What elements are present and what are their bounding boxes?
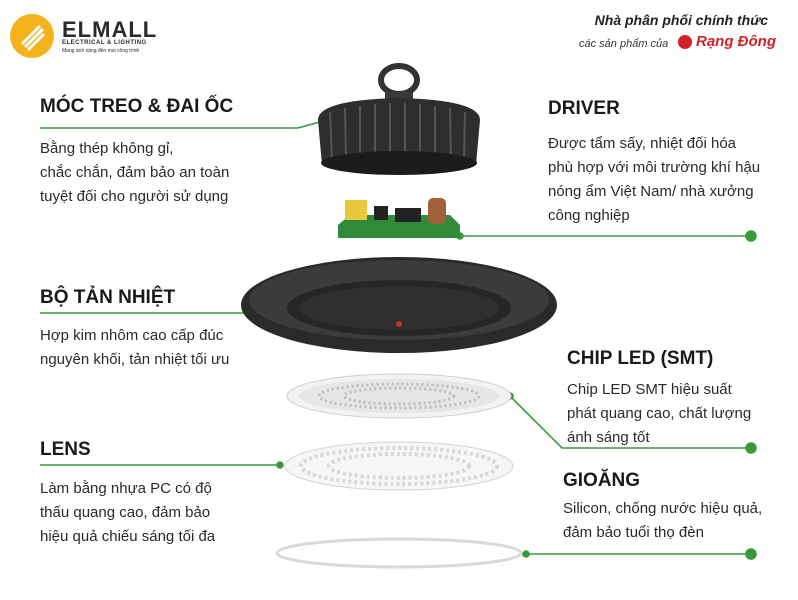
driver-line: Được tẩm sấy, nhiệt đối hóa — [548, 135, 737, 152]
hook-line: Bằng thép không gỉ, — [40, 140, 174, 157]
heatsink-title: BỘ TẢN NHIỆT — [40, 287, 176, 308]
led-plate — [286, 373, 512, 419]
driver-board — [338, 198, 460, 238]
brand-name: ELMALL — [62, 17, 158, 42]
brand-sub: ELECTRICAL & LIGHTING — [62, 40, 147, 46]
hook-line: tuyệt đối cho người sử dụng — [40, 188, 229, 205]
gasket-line: Silicon, chống nước hiệu quả, — [563, 500, 763, 517]
chip-title: CHIP LED (SMT) — [567, 348, 714, 369]
gasket-line: đảm bảo tuổi thọ đèn — [563, 524, 704, 541]
rang-dong-logo-icon — [678, 35, 692, 49]
lens-line: Làm bằng nhựa PC có độ — [40, 480, 212, 497]
lens-desc: Làm bằng nhựa PC có độ thấu quang cao, đ… — [40, 477, 215, 549]
driver-housing — [318, 98, 480, 175]
gasket-ring — [275, 537, 523, 569]
heatsink-desc: Hợp kim nhôm cao cấp đúc nguyên khối, tả… — [40, 324, 229, 372]
lens-line: hiệu quả chiếu sáng tối đa — [40, 528, 216, 545]
hook-title: MÓC TREO & ĐAI ỐC — [40, 96, 234, 117]
elmall-logo-icon — [10, 14, 54, 58]
gasket-desc: Silicon, chống nước hiệu quả, đảm bảo tu… — [563, 497, 762, 545]
lens-disc — [284, 441, 514, 491]
partner-name: Rạng Đông — [696, 33, 776, 50]
distributor-line2: các sản phẩm của — [579, 38, 669, 50]
hook-line: chắc chắn, đảm bảo an toàn — [40, 164, 230, 181]
brand-tagline: Mang ánh sáng đến mọi công trình — [62, 48, 140, 54]
driver-line: phù hợp với môi trường khí hậu — [548, 159, 761, 176]
driver-title: DRIVER — [548, 98, 620, 119]
driver-line: công nghiệp — [548, 207, 630, 224]
chip-line: phát quang cao, chất lượng — [567, 405, 752, 422]
chip-connector — [509, 395, 751, 449]
lens-title: LENS — [40, 439, 91, 460]
heatsink — [241, 257, 557, 353]
chip-line: ánh sáng tốt — [567, 429, 650, 446]
driver-desc: Được tẩm sấy, nhiệt đối hóa phù hợp với … — [548, 132, 760, 228]
driver-line: nóng ẩm Việt Nam/ nhà xưởng — [548, 183, 754, 200]
hook-desc: Bằng thép không gỉ, chắc chắn, đảm bảo a… — [40, 137, 229, 209]
gasket-title: GIOĂNG — [563, 470, 641, 491]
distributor-line1: Nhà phân phối chính thức — [594, 12, 768, 28]
heatsink-line: Hợp kim nhôm cao cấp đúc — [40, 327, 224, 344]
chip-line: Chip LED SMT hiệu suất — [567, 381, 732, 398]
lens-line: thấu quang cao, đảm bảo — [40, 504, 211, 521]
heatsink-line: nguyên khối, tản nhiệt tối ưu — [40, 351, 230, 368]
chip-desc: Chip LED SMT hiệu suất phát quang cao, c… — [567, 378, 751, 450]
